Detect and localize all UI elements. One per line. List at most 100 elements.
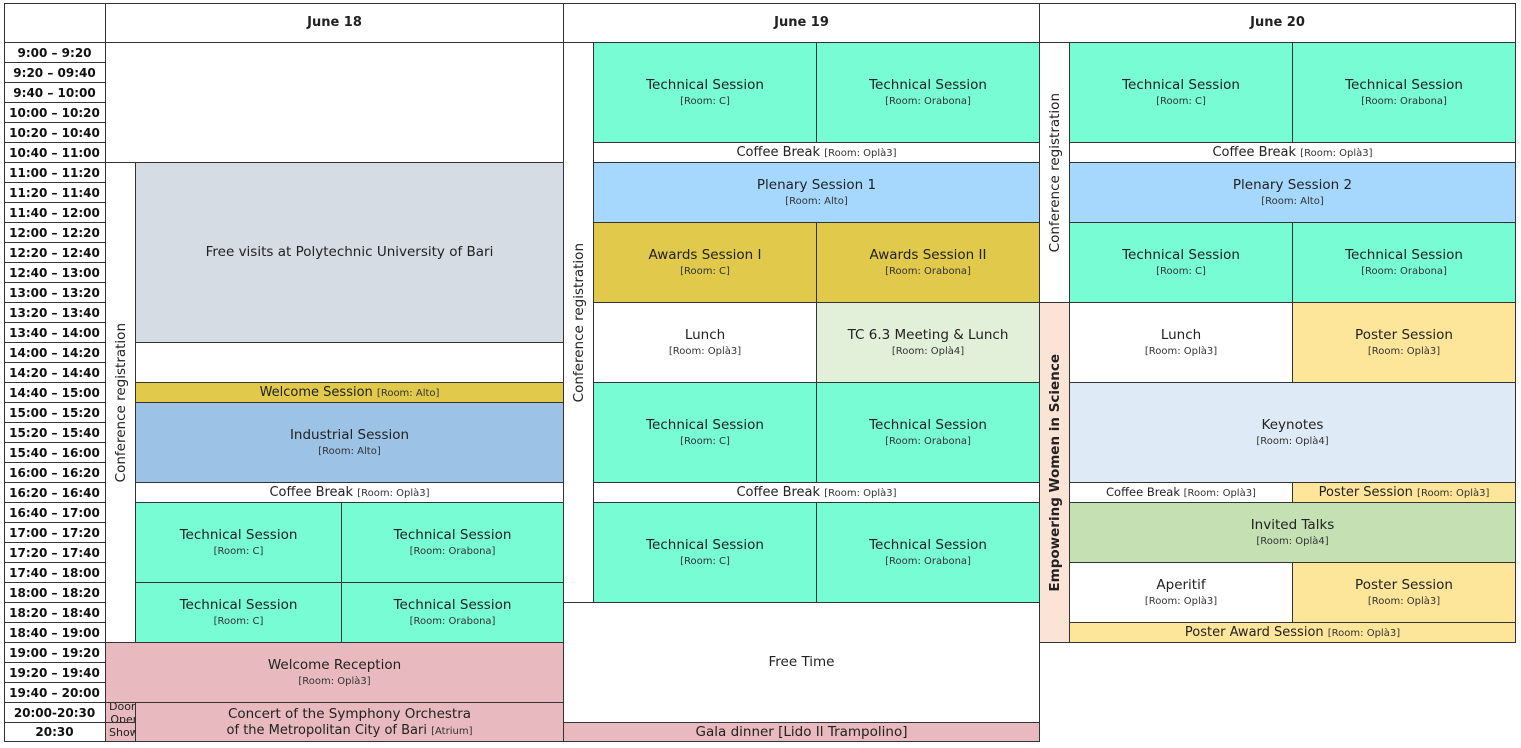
time-slot: 17:20 – 17:40 bbox=[4, 543, 106, 563]
june18-technical-session-orabona-1: Technical Session [Room: Orabona] bbox=[342, 503, 564, 583]
june20-technical-session-orabona-1-room: [Room: Orabona] bbox=[1361, 95, 1447, 107]
time-slot: 11:40 – 12:00 bbox=[4, 203, 106, 223]
june19-technical-session-c-2-title: Technical Session bbox=[646, 416, 764, 433]
june19-technical-session-c-3: Technical Session[Room: C] bbox=[594, 503, 817, 603]
time-slot: 10:00 – 10:20 bbox=[4, 103, 106, 123]
day-header-june18-title: June 18 bbox=[307, 15, 362, 30]
june19-technical-session-orabona-1: Technical Session [Room: Orabona] bbox=[817, 43, 1040, 143]
june18-doors-open-title: Doors Open bbox=[109, 703, 136, 723]
june19-awards-session-1-title: Awards Session I bbox=[648, 246, 762, 263]
june19-coffee-break-2-line: Coffee Break [Room: Oplà3] bbox=[736, 485, 896, 501]
day-header-june20-title: June 20 bbox=[1250, 15, 1305, 30]
time-slot: 15:00 – 15:20 bbox=[4, 403, 106, 423]
june19-awards-session-1: Awards Session I [Room: C] bbox=[594, 223, 817, 303]
time-slot: 9:00 – 9:20 bbox=[4, 43, 106, 63]
june20-aperitif-room: [Room: Oplà3] bbox=[1144, 595, 1218, 607]
june18-technical-session-orabona-2-room: [Room: Orabona] bbox=[409, 615, 496, 627]
june20-coffee-break-2: Coffee Break [Room: Oplà3] bbox=[1070, 483, 1293, 503]
time-slot: 16:20 – 16:40 bbox=[4, 483, 106, 503]
time-slot: 18:40 – 19:00 bbox=[4, 623, 106, 643]
june18-empty-morning bbox=[106, 43, 564, 163]
time-slot-title: 15:40 – 16:00 bbox=[9, 445, 100, 460]
june20-plenary-session-2-title: Plenary Session 2 bbox=[1232, 176, 1353, 193]
june18-concert-line2: of the Metropolitan City of Bari bbox=[226, 722, 427, 738]
june20-poster-session-2: Poster Session [Room: Oplà3] bbox=[1293, 483, 1516, 503]
june19-coffee-break-2-title: Coffee Break bbox=[736, 484, 821, 500]
time-slot: 14:20 – 14:40 bbox=[4, 363, 106, 383]
time-slot-title: 14:00 – 14:20 bbox=[9, 345, 100, 360]
time-slot: 14:40 – 15:00 bbox=[4, 383, 106, 403]
june18-industrial-session: Industrial Session[Room: Alto] bbox=[136, 403, 564, 483]
june18-technical-session-orabona-1-room: [Room: Orabona] bbox=[409, 545, 496, 557]
time-slot-title: 12:00 – 12:20 bbox=[9, 225, 100, 240]
june20-poster-award-session-title: Poster Award Session bbox=[1184, 624, 1324, 640]
june20-poster-award-session: Poster Award Session [Room: Oplà3] bbox=[1070, 623, 1516, 643]
june20-poster-session-1-room: [Room: Oplà3] bbox=[1367, 345, 1441, 357]
june19-technical-session-c-1-title: Technical Session bbox=[646, 76, 764, 93]
june20-poster-session-3-title: Poster Session bbox=[1355, 576, 1453, 593]
time-slot: 13:20 – 13:40 bbox=[4, 303, 106, 323]
june18-technical-session-c-2-title: Technical Session bbox=[179, 596, 298, 613]
time-slot: 12:20 – 12:40 bbox=[4, 243, 106, 263]
june19-tc-meeting-lunch-room: [Room: Oplà4] bbox=[891, 345, 965, 357]
june18-technical-session-orabona-1-title: Technical Session bbox=[393, 526, 512, 543]
time-slot: 15:20 – 15:40 bbox=[4, 423, 106, 443]
time-slot-title: 9:40 – 10:00 bbox=[13, 85, 96, 100]
june20-technical-session-orabona-2: Technical Session[Room: Orabona] bbox=[1293, 223, 1516, 303]
june19-lunch: Lunch[Room: Oplà3] bbox=[594, 303, 817, 383]
time-slot-title: 13:20 – 13:40 bbox=[9, 305, 100, 320]
june20-empowering-women-in-science-label: Empowering Women in Science bbox=[1046, 353, 1063, 592]
june20-technical-session-orabona-2-room: [Room: Orabona] bbox=[1361, 265, 1447, 277]
time-slot: 14:00 – 14:20 bbox=[4, 343, 106, 363]
time-slot-title: 19:20 – 19:40 bbox=[9, 665, 100, 680]
header-corner bbox=[4, 3, 106, 43]
june20-technical-session-c-1-room: [Room: C] bbox=[1156, 95, 1206, 107]
june20-poster-session-1: Poster Session[Room: Oplà3] bbox=[1293, 303, 1516, 383]
time-slot-title: 19:40 – 20:00 bbox=[9, 685, 100, 700]
june19-technical-session-orabona-1-room: [Room: Orabona] bbox=[885, 95, 971, 107]
time-slot: 15:40 – 16:00 bbox=[4, 443, 106, 463]
june19-technical-session-orabona-1-title: Technical Session bbox=[869, 76, 987, 93]
june20-invited-talks-room: [Room: Oplà4] bbox=[1256, 535, 1329, 547]
june20-coffee-break-1: Coffee Break [Room: Oplà3] bbox=[1070, 143, 1516, 163]
time-slot: 9:40 – 10:00 bbox=[4, 83, 106, 103]
june20-plenary-session-2-room: [Room: Alto] bbox=[1261, 195, 1324, 207]
june20-invited-talks-title: Invited Talks bbox=[1250, 516, 1335, 533]
june19-coffee-break-1-room: [Room: Oplà3] bbox=[824, 147, 897, 159]
day-header-june20: June 20 bbox=[1040, 3, 1516, 43]
time-slot-title: 9:20 – 09:40 bbox=[13, 65, 96, 80]
june20-technical-session-orabona-1-title: Technical Session bbox=[1345, 76, 1463, 93]
time-slot: 11:20 – 11:40 bbox=[4, 183, 106, 203]
time-slot-title: 12:40 – 13:00 bbox=[9, 265, 100, 280]
june20-coffee-break-2-title: Coffee Break bbox=[1106, 484, 1180, 499]
june20-technical-session-c-2-room: [Room: C] bbox=[1156, 265, 1206, 277]
june20-coffee-break-1-line: Coffee Break [Room: Oplà3] bbox=[1212, 145, 1372, 161]
time-slot: 19:00 – 19:20 bbox=[4, 643, 106, 663]
june18-coffee-break: Coffee Break [Room: Oplà3] bbox=[136, 483, 564, 503]
june19-technical-session-orabona-2: Technical Session[Room: Orabona] bbox=[817, 383, 1040, 483]
june20-poster-award-session-line: Poster Award Session [Room: Oplà3] bbox=[1185, 625, 1400, 641]
june18-conference-registration-label: Conference registration bbox=[112, 322, 129, 483]
june18-concert-line1: Concert of the Symphony Orchestra bbox=[227, 705, 472, 722]
june19-technical-session-c-1-room: [Room: C] bbox=[680, 95, 730, 107]
time-slot: 10:20 – 10:40 bbox=[4, 123, 106, 143]
june18-conference-registration: Conference registration bbox=[106, 163, 136, 643]
june19-awards-session-1-room: [Room: C] bbox=[680, 265, 730, 277]
june18-industrial-session-title: Industrial Session bbox=[289, 426, 410, 443]
june19-technical-session-orabona-2-title: Technical Session bbox=[869, 416, 987, 433]
june20-coffee-break-1-room: [Room: Oplà3] bbox=[1300, 147, 1373, 159]
time-slot-title: 13:40 – 14:00 bbox=[9, 325, 100, 340]
day-header-june18: June 18 bbox=[106, 3, 564, 43]
june20-keynotes-title: Keynotes bbox=[1261, 416, 1324, 433]
time-slot-title: 16:20 – 16:40 bbox=[9, 485, 100, 500]
june19-lunch-room: [Room: Oplà3] bbox=[668, 345, 742, 357]
june20-poster-session-2-line: Poster Session [Room: Oplà3] bbox=[1319, 485, 1490, 501]
time-slot-title: 10:00 – 10:20 bbox=[9, 105, 100, 120]
day-header-june19-title: June 19 bbox=[774, 15, 829, 30]
june18-showtime: Showtime bbox=[106, 723, 136, 742]
june18-coffee-break-line: Coffee Break [Room: Oplà3] bbox=[269, 485, 429, 501]
time-slot-title: 19:00 – 19:20 bbox=[9, 645, 100, 660]
june20-conference-registration: Conference registration bbox=[1040, 43, 1070, 303]
time-slot-title: 11:40 – 12:00 bbox=[9, 205, 100, 220]
